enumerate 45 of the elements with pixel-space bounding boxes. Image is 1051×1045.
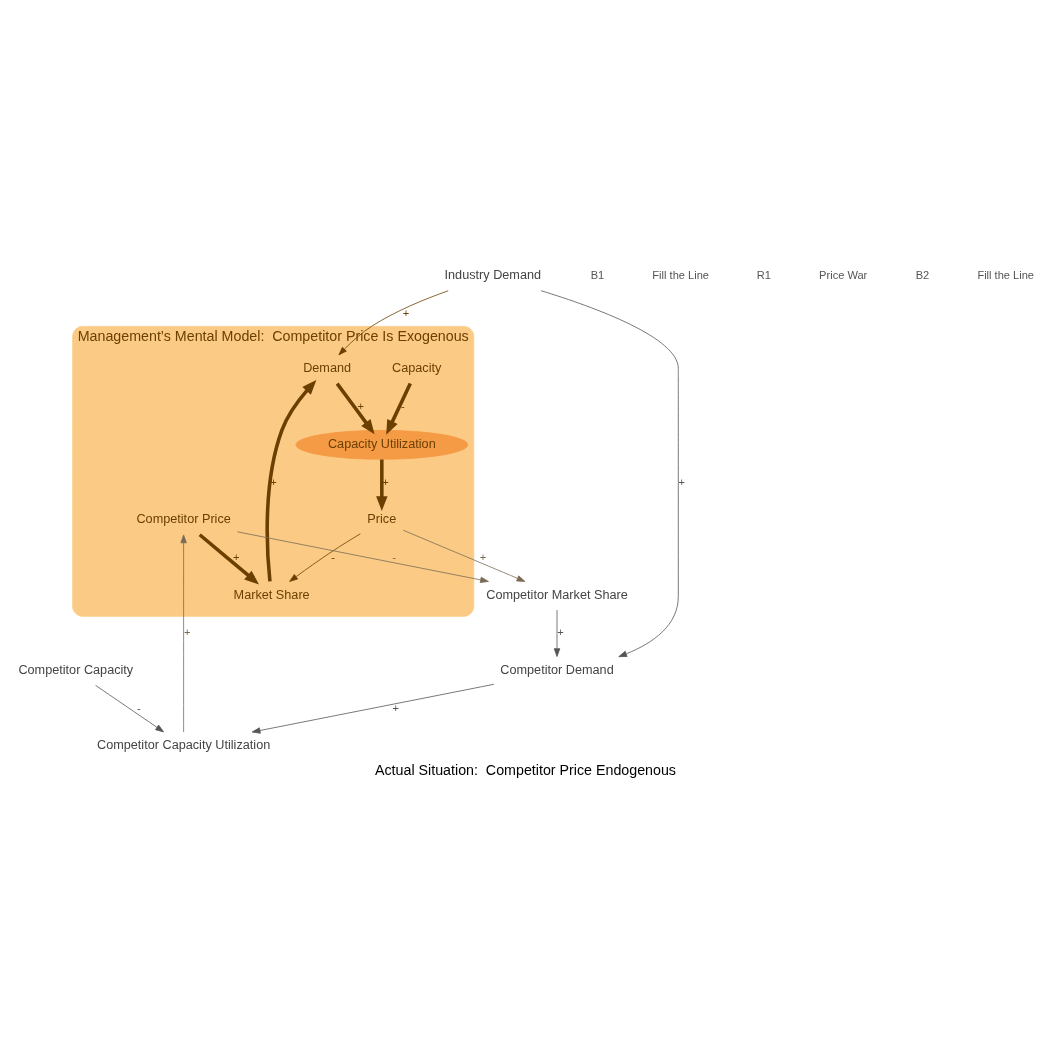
arrow: [236, 531, 489, 583]
node-text: Competitor Demand: [500, 663, 614, 678]
edge-label: +: [392, 701, 399, 714]
arrow: [95, 684, 164, 733]
label: Fill the Line: [977, 269, 1035, 282]
label: Fill the Line: [652, 269, 710, 282]
node-text: Market Share: [233, 587, 310, 602]
edge-label: +: [183, 626, 191, 639]
node-text: Price: [367, 512, 397, 527]
label: B2: [915, 269, 930, 282]
arrow: [289, 533, 361, 582]
edge-label: +: [233, 551, 240, 564]
node-ellipse: Capacity Utilization: [295, 429, 469, 460]
arrow: [540, 290, 679, 658]
node-text: Capacity: [392, 361, 442, 376]
edge-label: -: [400, 399, 405, 412]
arrow: [251, 683, 495, 734]
node-text: Industry Demand: [444, 268, 542, 283]
node-text: Demand: [303, 361, 352, 376]
arrow: [553, 609, 561, 657]
caption: Actual Situation: Competitor Price Endogenous: [374, 762, 677, 779]
arrow: [402, 529, 526, 582]
label: Price War: [819, 269, 868, 282]
node-text: Competitor Price: [136, 512, 231, 527]
arrow: [180, 534, 187, 733]
node-text: Competitor Capacity Utilization: [97, 738, 271, 753]
node-text: Competitor Capacity: [18, 663, 134, 678]
edge-label: +: [479, 551, 487, 564]
edge-label: +: [270, 475, 277, 488]
edge-label: +: [678, 475, 686, 488]
arrow: [265, 380, 317, 582]
label: R1: [756, 269, 772, 282]
arrow: [335, 382, 375, 435]
node-text: Competitor Market Share: [486, 587, 628, 602]
arrow: [376, 459, 388, 511]
edge-label: +: [402, 307, 410, 320]
edge-label: -: [136, 701, 141, 714]
edge-label: -: [331, 551, 335, 564]
arrow: [386, 382, 412, 435]
arrow: [338, 290, 449, 356]
edge-label: +: [357, 399, 365, 412]
arrow: [198, 533, 259, 585]
label: B1: [590, 269, 605, 282]
edge-label: -: [392, 551, 396, 564]
edge-label: +: [557, 626, 564, 639]
